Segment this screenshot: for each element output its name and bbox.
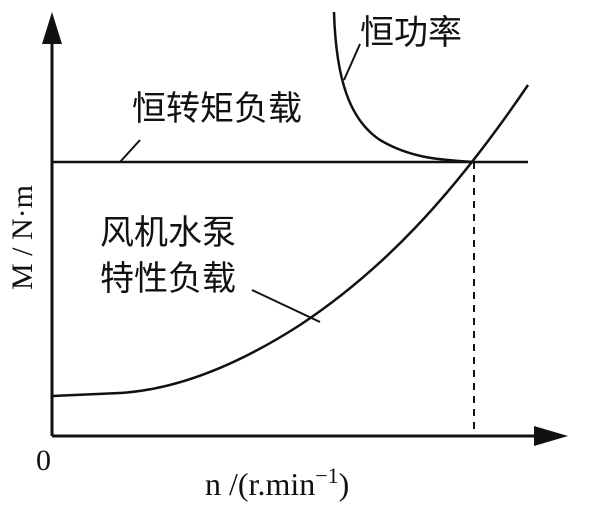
constant-power-label: 恒功率: [360, 13, 462, 53]
fan-pump-leader: [251, 289, 321, 323]
origin-label: 0: [36, 444, 51, 477]
y-axis-label: M / N·m: [6, 185, 39, 290]
fan-pump-label-line2: 特性负载: [100, 259, 236, 299]
constant-power-curve: [332, 11, 475, 164]
x-axis-label-sup: −1: [315, 463, 338, 488]
x-axis-arrow: [534, 426, 568, 446]
constant-torque-label: 恒转矩负载: [132, 89, 302, 129]
constant-torque-leader: [119, 139, 141, 163]
constant-power-leader: [343, 43, 361, 81]
x-axis-label: n /(r.min−1): [205, 463, 349, 502]
x-axis-label-main: n /(r.min: [205, 466, 315, 502]
y-axis-arrow: [42, 12, 62, 44]
fan-pump-label-line1: 风机水泵: [100, 213, 236, 253]
fan-pump-curve: [51, 84, 530, 398]
x-axis-label-close: ): [339, 466, 350, 502]
